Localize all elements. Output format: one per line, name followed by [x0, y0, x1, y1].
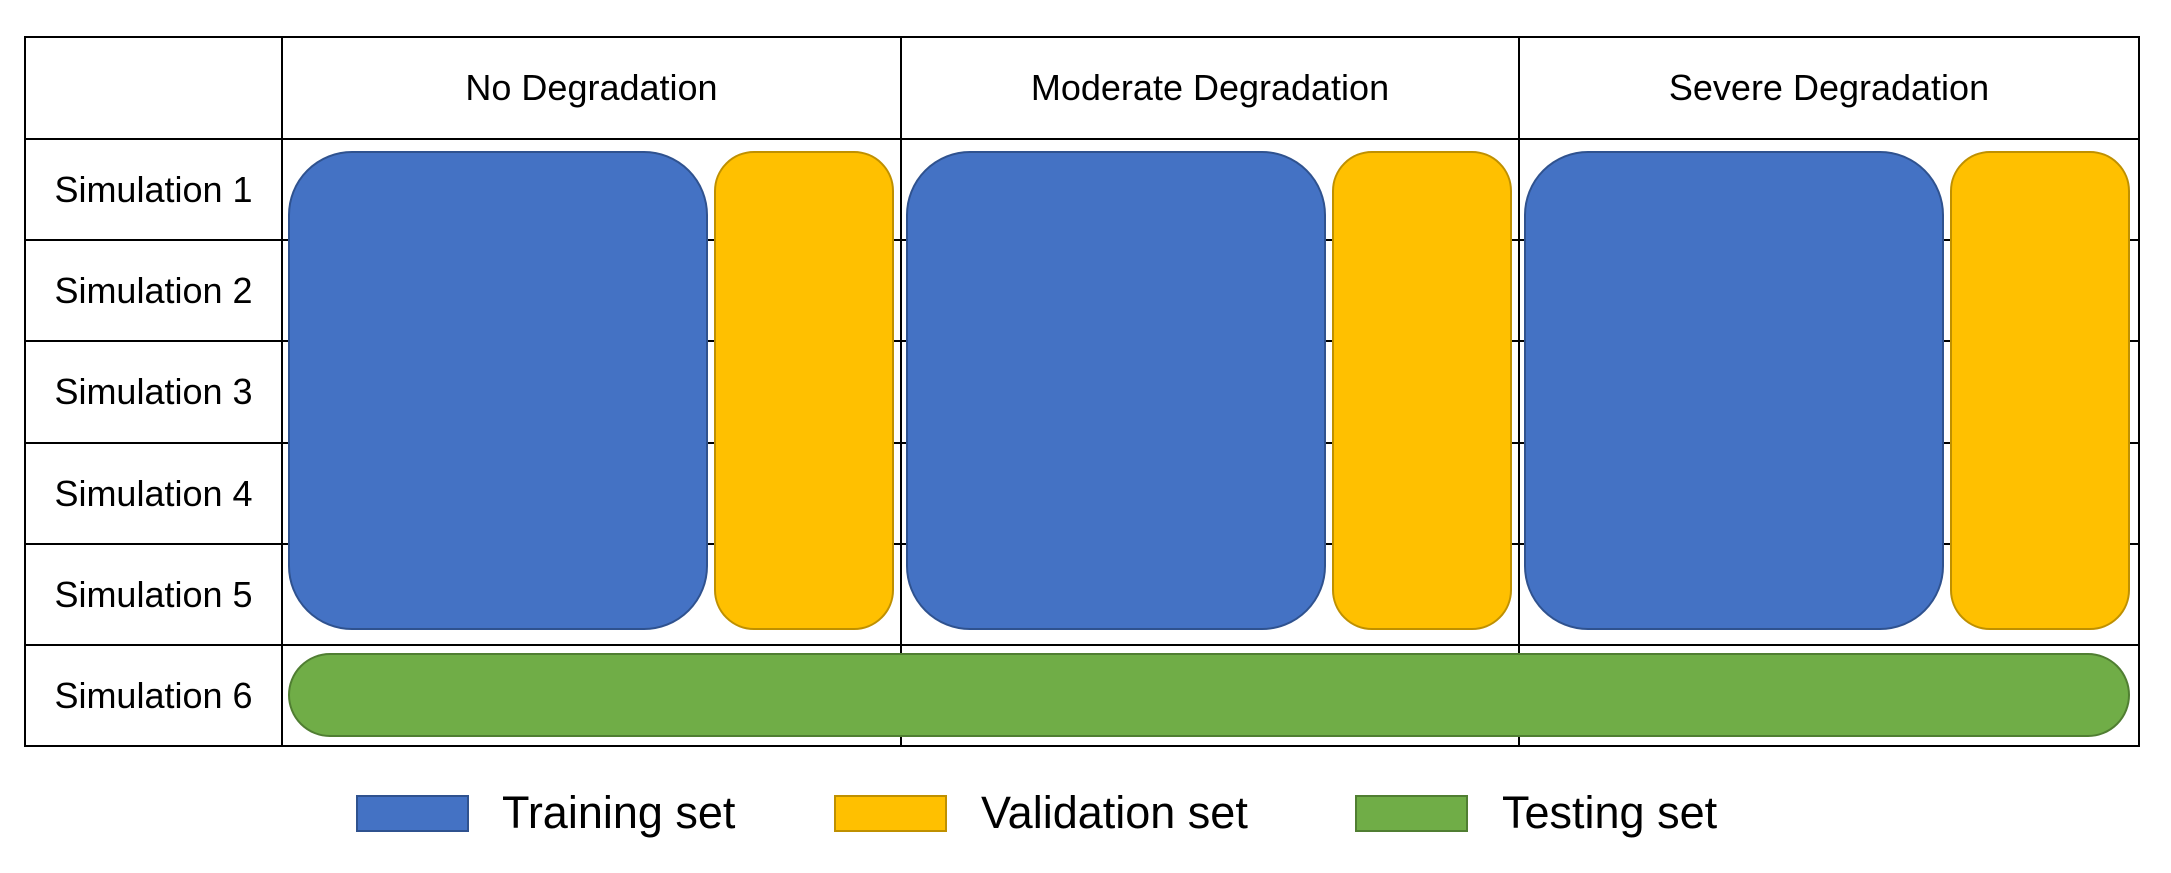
row-header-simulation-4: Simulation 4 — [54, 472, 253, 514]
legend-swatch-training — [356, 795, 469, 832]
row-header-simulation-3: Simulation 3 — [54, 371, 253, 412]
legend-swatch-validation — [834, 795, 947, 832]
validation-block-severe-degradation — [1950, 151, 2130, 630]
row-header-simulation-2: Simulation 2 — [54, 269, 253, 311]
row-header-simulation-1: Simulation 1 — [54, 168, 253, 210]
legend-label-validation: Validation set — [981, 787, 1248, 838]
row-header-simulation-6: Simulation 6 — [54, 674, 253, 716]
validation-block-moderate-degradation — [1332, 151, 1512, 630]
column-header-severe-degradation: Severe Degradation — [1668, 67, 1990, 108]
validation-block-no-degradation — [714, 151, 894, 630]
legend-label-training: Training set — [502, 787, 736, 838]
column-header-moderate-degradation: Moderate Degradation — [1030, 67, 1390, 108]
column-header-no-degradation: No Degradation — [465, 67, 718, 108]
legend-swatch-testing — [1355, 795, 1468, 832]
training-block-no-degradation — [288, 151, 708, 630]
row-header-simulation-5: Simulation 5 — [54, 573, 253, 615]
training-block-moderate-degradation — [906, 151, 1326, 630]
testing-block-simulation-6 — [288, 653, 2130, 737]
training-block-severe-degradation — [1524, 151, 1944, 630]
legend-label-testing: Testing set — [1502, 787, 1718, 838]
